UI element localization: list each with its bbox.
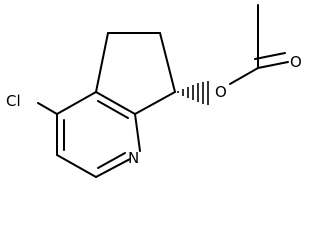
atom-chlorine-label: Cl <box>6 92 21 110</box>
atom-carbonyl-oxygen-label: O <box>290 53 302 71</box>
bond-c3a-c3 <box>95 32 109 93</box>
bond-c4-c3a <box>56 91 97 115</box>
bond-carbonyl-c-o-double <box>254 52 286 60</box>
bond-carbonyl-c-o <box>257 61 289 69</box>
bond-n-c7a <box>134 113 141 152</box>
stereo-hashed-wedge <box>177 81 209 105</box>
bond-c6-n-double <box>97 152 126 169</box>
atom-ester-oxygen-label: O <box>215 83 227 101</box>
chemical-structure-drawing: Cl N O O <box>6 4 302 178</box>
bond-c2-c1 <box>159 32 176 93</box>
bond-c3a-c7a-double <box>97 100 129 119</box>
bond-o-carbonyl-c <box>229 67 259 85</box>
bond-c5-c6 <box>56 154 97 178</box>
atom-nitrogen-label: N <box>128 149 139 167</box>
bond-c6-n <box>95 158 131 178</box>
bond-c4-cl <box>37 102 58 115</box>
structure-canvas: Cl N O O <box>6 4 302 178</box>
bond-c1-c7a <box>134 91 176 115</box>
bond-c3a-c7a <box>95 91 136 115</box>
